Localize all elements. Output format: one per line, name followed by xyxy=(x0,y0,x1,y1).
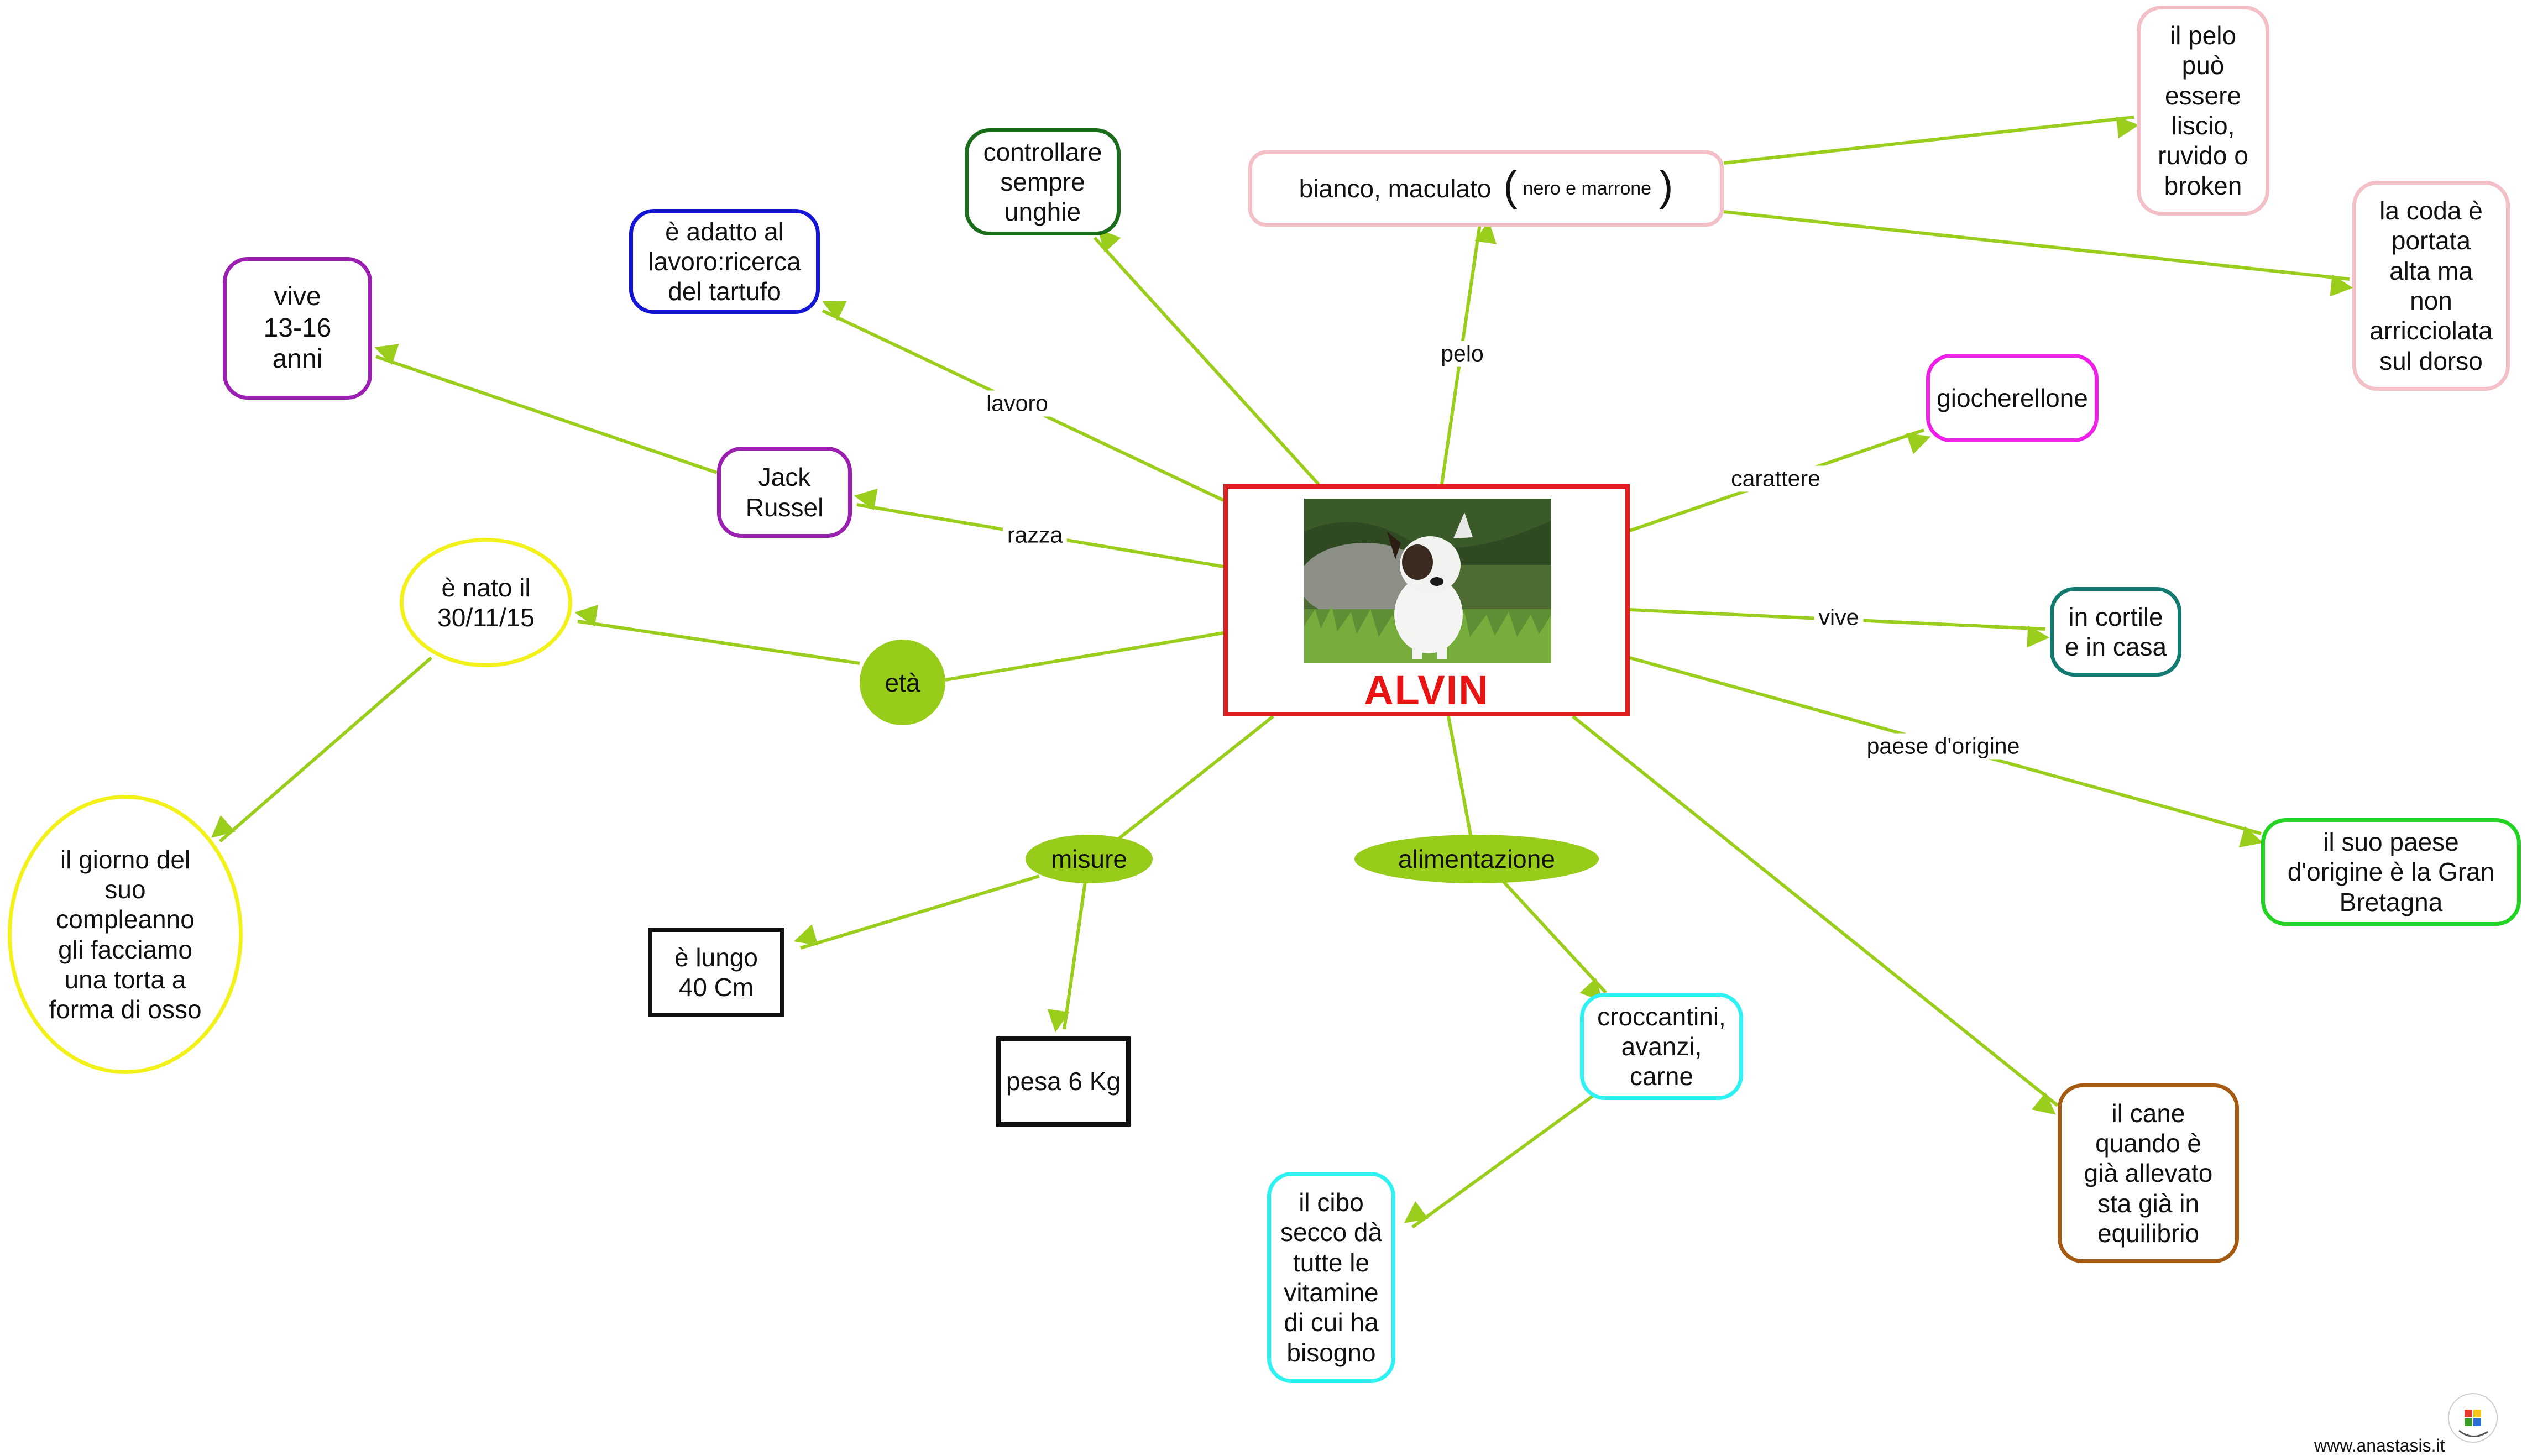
edge-controllare xyxy=(1093,228,1320,486)
edge-pesa xyxy=(1047,881,1087,1033)
edge-jack-vive xyxy=(374,344,718,474)
link-label-vive: vive xyxy=(1814,604,1864,631)
edge-misure xyxy=(1116,715,1274,842)
link-label-pelo: pelo xyxy=(1436,341,1488,367)
supermappe-logo xyxy=(2442,1387,2503,1448)
edge-eta xyxy=(945,631,1224,682)
node-croccantini[interactable]: croccantini, avanzi, carne xyxy=(1580,993,1743,1100)
link-pill-misure: misure xyxy=(1026,835,1153,883)
link-label-paese: paese d'origine xyxy=(1862,733,2024,760)
edge-cibo xyxy=(1404,1093,1596,1229)
bianco-paren-open: ( xyxy=(1503,163,1518,210)
center-node[interactable]: ALVIN xyxy=(1223,484,1630,716)
edge-nato-compleanno xyxy=(211,656,432,843)
edge-lungo xyxy=(794,874,1040,950)
node-pelo-liscio[interactable]: il pelo può essere liscio, ruvido o brok… xyxy=(2137,6,2269,216)
node-cibo[interactable]: il cibo secco dà tutte le vitamine di cu… xyxy=(1267,1172,1395,1383)
node-bianco[interactable]: bianco, maculato ( nero e marrone ) xyxy=(1248,150,1724,227)
node-compleanno[interactable]: il giorno del suo compleanno gli facciam… xyxy=(8,795,243,1074)
center-title: ALVIN xyxy=(1364,667,1489,713)
node-lungo[interactable]: è lungo 40 Cm xyxy=(648,928,784,1017)
edge-alimentazione xyxy=(1447,716,1472,835)
bianco-paren-close: ) xyxy=(1659,163,1673,210)
bianco-small-text: nero e marrone xyxy=(1523,177,1652,199)
bianco-main-text: bianco, maculato xyxy=(1299,174,1492,203)
node-cortile[interactable]: in cortile e in casa xyxy=(2050,587,2181,677)
edge-eta-nato xyxy=(574,605,860,665)
node-nato[interactable]: è nato il 30/11/15 xyxy=(400,538,572,667)
link-label-lavoro: lavoro xyxy=(982,390,1053,417)
dog-photo xyxy=(1304,499,1551,663)
link-pill-eta: età xyxy=(860,640,945,725)
node-giocherellone[interactable]: giocherellone xyxy=(1926,354,2099,442)
node-paese[interactable]: il suo paese d'origine è la Gran Bretagn… xyxy=(2261,818,2521,926)
node-coda[interactable]: la coda è portata alta ma non arricciola… xyxy=(2352,181,2510,391)
edge-bianco-coda xyxy=(1723,210,2353,297)
footer-url[interactable]: www.anastasis.it xyxy=(2314,1436,2445,1455)
edge-equilibrio xyxy=(1572,715,2059,1115)
node-adatto[interactable]: è adatto al lavoro:ricerca del tartufo xyxy=(629,209,820,314)
edge-croccantini xyxy=(1499,877,1608,1002)
node-pesa[interactable]: pesa 6 Kg xyxy=(996,1036,1131,1127)
node-jack-russel[interactable]: Jack Russel xyxy=(717,447,852,538)
edge-bianco-liscio xyxy=(1723,116,2139,165)
node-equilibrio[interactable]: il cane quando è già allevato sta già in… xyxy=(2058,1083,2239,1263)
node-controllare[interactable]: controllare sempre unghie xyxy=(965,128,1121,235)
node-vive-anni[interactable]: vive 13-16 anni xyxy=(223,257,372,400)
link-label-razza: razza xyxy=(1002,522,1068,548)
link-pill-alimentazione: alimentazione xyxy=(1354,835,1599,883)
link-label-carattere: carattere xyxy=(1726,465,1825,492)
